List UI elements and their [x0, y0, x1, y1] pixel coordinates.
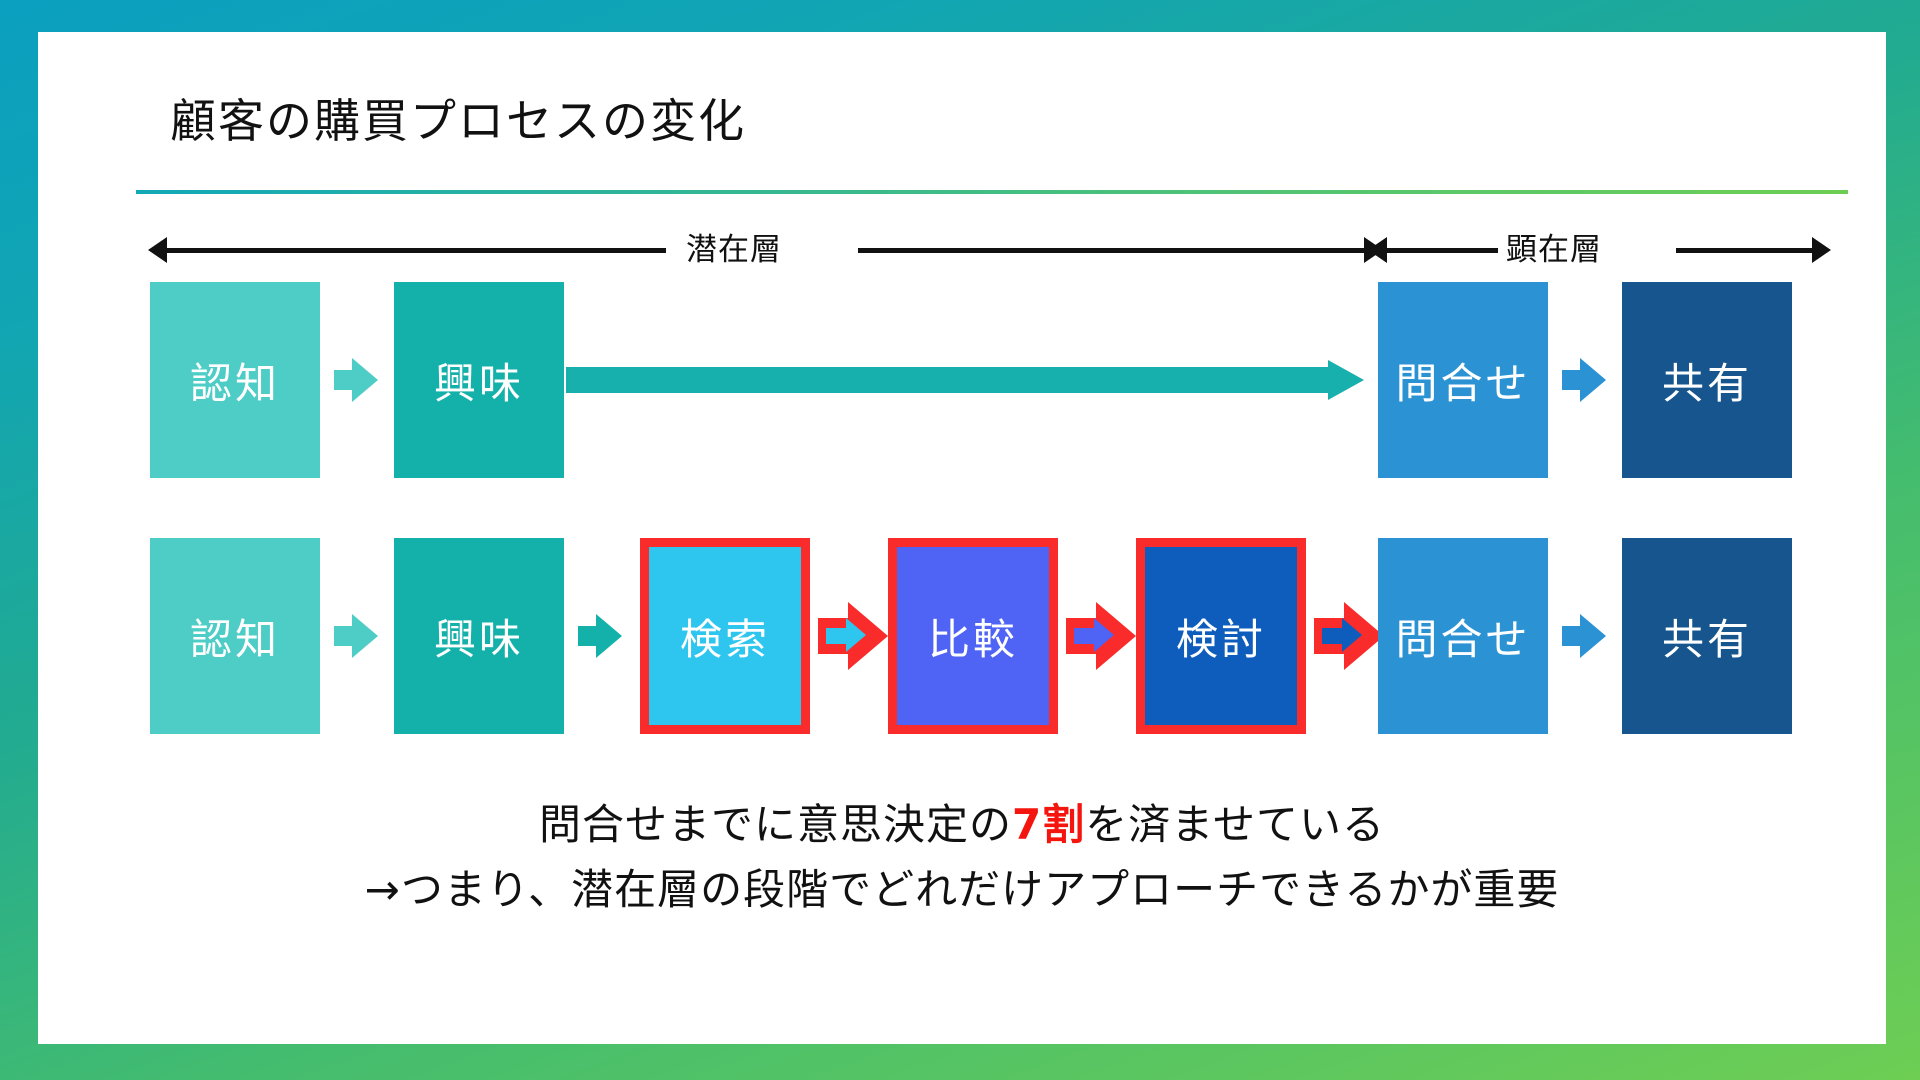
stage-label: 共有 [1661, 358, 1752, 408]
stage-label: 比較 [927, 614, 1018, 664]
apparent-left-line [1386, 248, 1498, 253]
stage-label: 共有 [1661, 614, 1752, 664]
stage-box-認知-row2[interactable]: 認知 [150, 538, 320, 734]
chevron-head [352, 358, 378, 402]
stage-label: 検討 [1175, 614, 1266, 664]
connector-red-chevron-1 [818, 602, 888, 670]
stage-box-問合せ-row2[interactable]: 問合せ [1378, 538, 1548, 734]
chevron-head [352, 614, 378, 658]
chevron-shaft [1562, 626, 1584, 646]
connector-chevron-3-row2 [1562, 614, 1606, 658]
stage-box-認知-row1[interactable]: 認知 [150, 282, 320, 478]
stage-label: 興味 [433, 358, 524, 408]
caption-line-1: 問合せまでに意思決定の7割を済ませている [38, 792, 1886, 857]
segment-label-latent: 潜在層 [686, 232, 782, 268]
inner-arrow-head [1094, 618, 1114, 652]
connector-chevron-2-row2 [578, 614, 622, 658]
chevron-shaft [578, 626, 600, 646]
latent-right-line [858, 248, 1368, 253]
connector-chevron-1-row1 [334, 358, 378, 402]
chevron-shaft [334, 626, 356, 646]
stage-box-検索-row2[interactable]: 検索 [640, 538, 810, 734]
caption-line-2: →つまり、潜在層の段階でどれだけアプローチできるかが重要 [364, 865, 1560, 915]
stage-box-興味-row2[interactable]: 興味 [394, 538, 564, 734]
stage-label: 認知 [189, 358, 280, 408]
stage-box-問合せ-row1[interactable]: 問合せ [1378, 282, 1548, 478]
chevron-shaft [1562, 370, 1584, 390]
summary-caption: 問合せまでに意思決定の7割を済ませている →つまり、潜在層の段階でどれだけアプロ… [38, 792, 1886, 922]
inner-arrow-shaft [1074, 628, 1098, 644]
stage-label: 検索 [679, 614, 770, 664]
chevron-shaft [334, 370, 356, 390]
caption-line1-after: を済ませている [1085, 800, 1385, 849]
connector-chevron-2-row1 [1562, 358, 1606, 402]
long-arrow-head [1328, 360, 1364, 400]
stage-label: 問合せ [1395, 614, 1531, 664]
stage-label: 認知 [189, 614, 280, 664]
page-title: 顧客の購買プロセスの変化 [170, 94, 746, 148]
title-divider-rule [136, 190, 1848, 194]
latent-left-line [166, 248, 666, 253]
segment-label-apparent: 顕在層 [1506, 232, 1602, 268]
inner-arrow-head [846, 618, 866, 652]
stage-label: 興味 [433, 614, 524, 664]
segment-arrow-row: 潜在層 顕在層 [38, 228, 1886, 272]
long-arrow-shaft [566, 367, 1332, 393]
connector-chevron-1-row2 [334, 614, 378, 658]
stage-label: 問合せ [1395, 358, 1531, 408]
connector-red-chevron-2 [1066, 602, 1136, 670]
apparent-right-line [1676, 248, 1816, 253]
latent-left-arrowhead [148, 237, 167, 263]
caption-accent-7wari: 7割 [1012, 800, 1086, 849]
chevron-head [1580, 614, 1606, 658]
inner-arrow-shaft [826, 628, 850, 644]
apparent-left-arrowhead [1368, 237, 1387, 263]
stage-box-検討-row2[interactable]: 検討 [1136, 538, 1306, 734]
apparent-right-arrowhead [1812, 237, 1831, 263]
stage-box-興味-row1[interactable]: 興味 [394, 282, 564, 478]
chevron-head [596, 614, 622, 658]
inner-arrow-head [1342, 618, 1362, 652]
stage-box-比較-row2[interactable]: 比較 [888, 538, 1058, 734]
stage-box-共有-row2[interactable]: 共有 [1622, 538, 1792, 734]
stage-box-共有-row1[interactable]: 共有 [1622, 282, 1792, 478]
caption-line1-before: 問合せまでに意思決定の [539, 800, 1013, 849]
chevron-head [1580, 358, 1606, 402]
connector-red-chevron-3 [1314, 602, 1384, 670]
slide-canvas: 顧客の購買プロセスの変化 潜在層 顕在層 認知 興味 問合せ [38, 32, 1886, 1044]
long-connector-arrow-row1 [566, 360, 1366, 400]
inner-arrow-shaft [1322, 628, 1346, 644]
